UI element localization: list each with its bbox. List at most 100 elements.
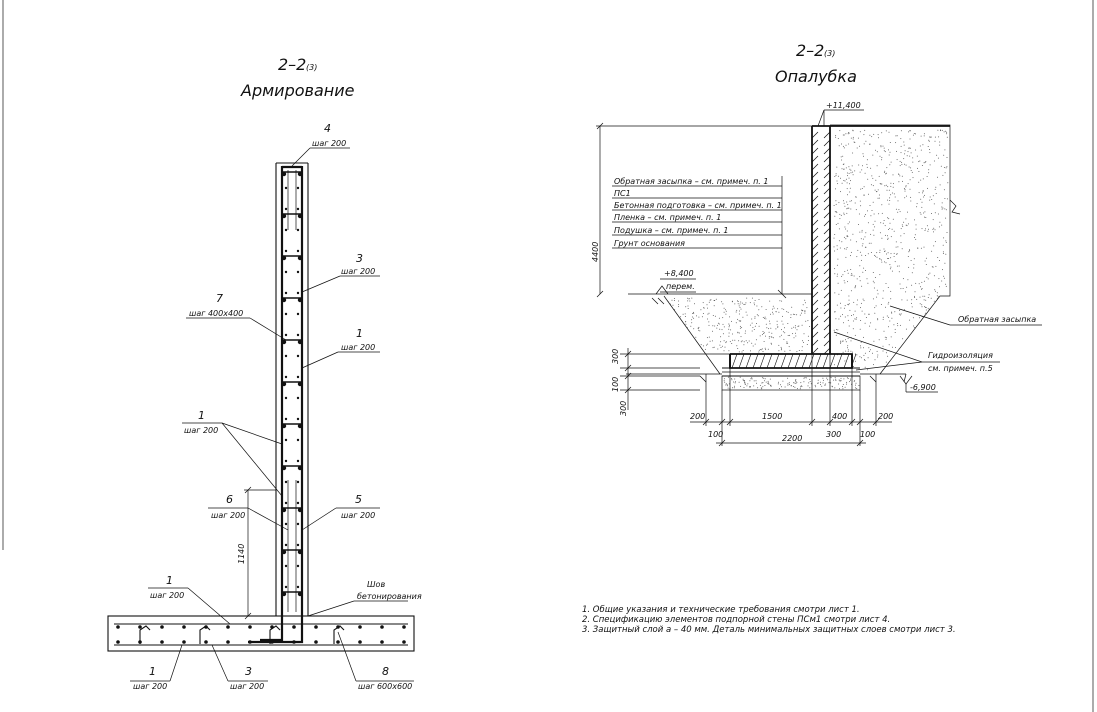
stipple-dot: [848, 143, 850, 145]
stipple-dot: [836, 180, 838, 182]
stipple-dot: [863, 347, 864, 349]
stipple-dot: [842, 274, 844, 276]
stipple-dot: [836, 304, 838, 306]
stipple-dot: [928, 273, 930, 275]
stipple-dot: [943, 237, 945, 239]
stipple-dot: [878, 339, 880, 341]
dim-4400: 4400: [591, 242, 600, 262]
stipple-dot: [900, 235, 902, 237]
stipple-dot: [843, 200, 844, 202]
stipple-dot: [943, 154, 945, 156]
stipple-dot: [743, 303, 745, 305]
stipple-dot: [859, 200, 861, 202]
hatch-line: [811, 219, 819, 227]
stipple-dot: [771, 343, 772, 345]
stipple-dot: [728, 332, 730, 334]
stipple-dot: [854, 318, 856, 320]
stipple-dot: [939, 260, 940, 261]
rebar-dot: [248, 625, 252, 629]
stipple-dot: [930, 137, 932, 138]
stipple-dot: [847, 338, 849, 339]
stipple-dot: [885, 352, 887, 354]
stipple-dot: [835, 203, 837, 205]
stipple-dot: [806, 307, 808, 309]
stipple-dot: [861, 254, 863, 256]
stipple-dot: [937, 213, 939, 215]
hatch-line: [823, 315, 831, 323]
stipple-dot: [883, 150, 885, 152]
stipple-dot: [763, 332, 765, 334]
hatch-line: [811, 203, 819, 211]
stipple-dot: [896, 135, 898, 137]
stipple-dot: [795, 379, 797, 381]
hatch-line: [811, 299, 819, 307]
rebar-dot: [182, 640, 186, 644]
stipple-dot: [937, 129, 939, 131]
stipple-dot: [839, 130, 841, 132]
stipple-dot: [934, 289, 936, 291]
stipple-dot: [883, 220, 885, 221]
stipple-dot: [899, 314, 901, 316]
stipple-dot: [808, 382, 810, 384]
backfill-left-stipple: [668, 297, 811, 353]
stipple-dot: [732, 339, 734, 341]
stipple-dot: [943, 189, 945, 191]
hatch-line: [811, 283, 819, 291]
stipple-dot: [720, 336, 722, 338]
rebar-dot: [296, 501, 300, 505]
stipple-dot: [842, 341, 844, 342]
rebar-dot: [296, 312, 300, 316]
stipple-dot: [894, 196, 896, 198]
rebar-dot: [284, 333, 288, 337]
stipple-dot: [739, 303, 741, 305]
stipple-dot: [742, 316, 744, 318]
stipple-dot: [876, 289, 878, 291]
stipple-dot: [861, 245, 863, 247]
stipple-dot: [928, 140, 930, 142]
stipple-dot: [854, 170, 856, 172]
stipple-dot: [751, 342, 753, 344]
rebar-dot: [292, 640, 296, 644]
stipple-dot: [790, 385, 792, 387]
left-subtitle: Армирование: [240, 81, 355, 100]
stipple-dot: [855, 285, 857, 287]
stipple-dot: [945, 217, 947, 219]
hatch-line: [823, 203, 831, 211]
stipple-dot: [922, 190, 924, 192]
stipple-dot: [735, 381, 736, 383]
stipple-dot: [906, 155, 908, 157]
stipple-dot: [842, 388, 844, 390]
stipple-dot: [860, 307, 861, 309]
stipple-dot: [920, 213, 922, 215]
stipple-dot: [844, 305, 846, 307]
stipple-dot: [886, 253, 887, 255]
stipple-dot: [763, 341, 765, 342]
stipple-dot: [931, 266, 933, 268]
stipple-dot: [873, 364, 874, 366]
stipple-dot: [892, 174, 894, 176]
stipple-dot: [789, 349, 791, 351]
stipple-dot: [689, 300, 691, 302]
stipple-dot: [849, 221, 850, 223]
stipple-dot: [843, 236, 845, 238]
stipple-dot: [833, 364, 835, 366]
stipple-dot: [904, 163, 906, 165]
callout-1c-note: шаг 200: [150, 591, 184, 600]
stipple-dot: [847, 236, 849, 238]
right-title: 2–2: [796, 41, 824, 60]
hatch-line: [773, 353, 780, 369]
stipple-dot: [671, 299, 673, 301]
hatch-line: [823, 131, 831, 139]
stipple-dot: [904, 150, 906, 152]
stipple-dot: [870, 167, 872, 169]
stipple-dot: [827, 379, 829, 381]
stipple-dot: [723, 326, 725, 328]
stipple-dot: [804, 310, 806, 312]
stipple-dot: [841, 168, 843, 170]
stipple-dot: [878, 197, 880, 199]
stipple-dot: [696, 315, 697, 317]
dim-300: 300: [826, 430, 841, 439]
stipple-dot: [842, 145, 844, 147]
stipple-dot: [700, 344, 702, 346]
stipple-dot: [836, 166, 838, 168]
